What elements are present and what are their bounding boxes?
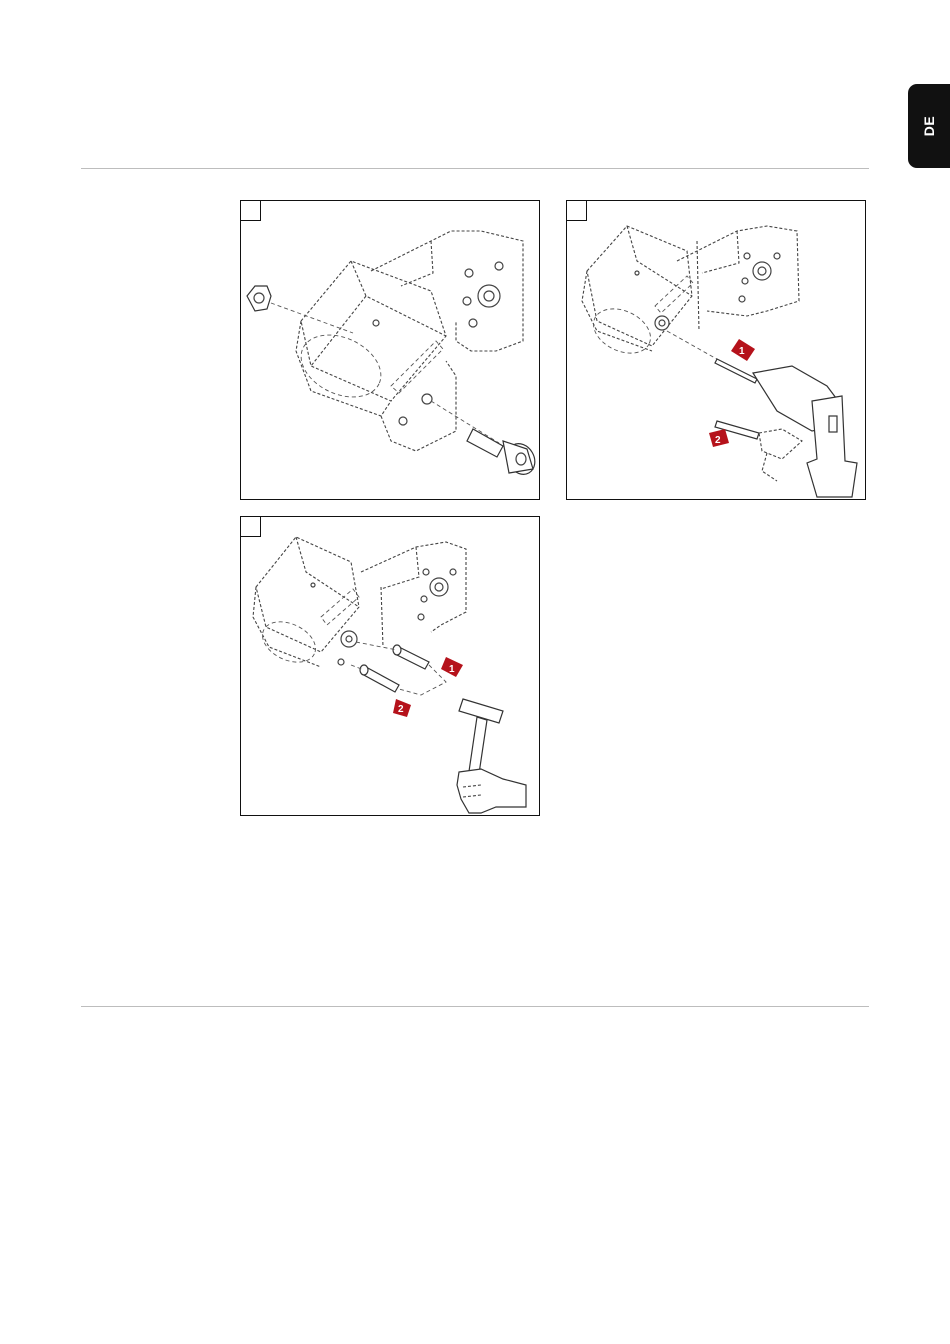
illustration-drilling: 1 2 (567, 201, 867, 501)
language-tab-label: DE (921, 116, 937, 136)
svg-text:1: 1 (739, 346, 745, 357)
illustration-hammering: 1 2 (241, 517, 541, 817)
svg-text:2: 2 (715, 435, 721, 446)
illustration-bolt-removal (241, 201, 541, 501)
figure-step-1 (240, 200, 540, 500)
figure-step-3: 1 2 (240, 516, 540, 816)
bottom-divider (81, 1006, 869, 1007)
figure-step-2: 1 2 (566, 200, 866, 500)
language-tab[interactable]: DE (908, 84, 950, 168)
top-divider (81, 168, 869, 169)
svg-text:1: 1 (449, 664, 455, 675)
svg-text:2: 2 (398, 704, 404, 715)
